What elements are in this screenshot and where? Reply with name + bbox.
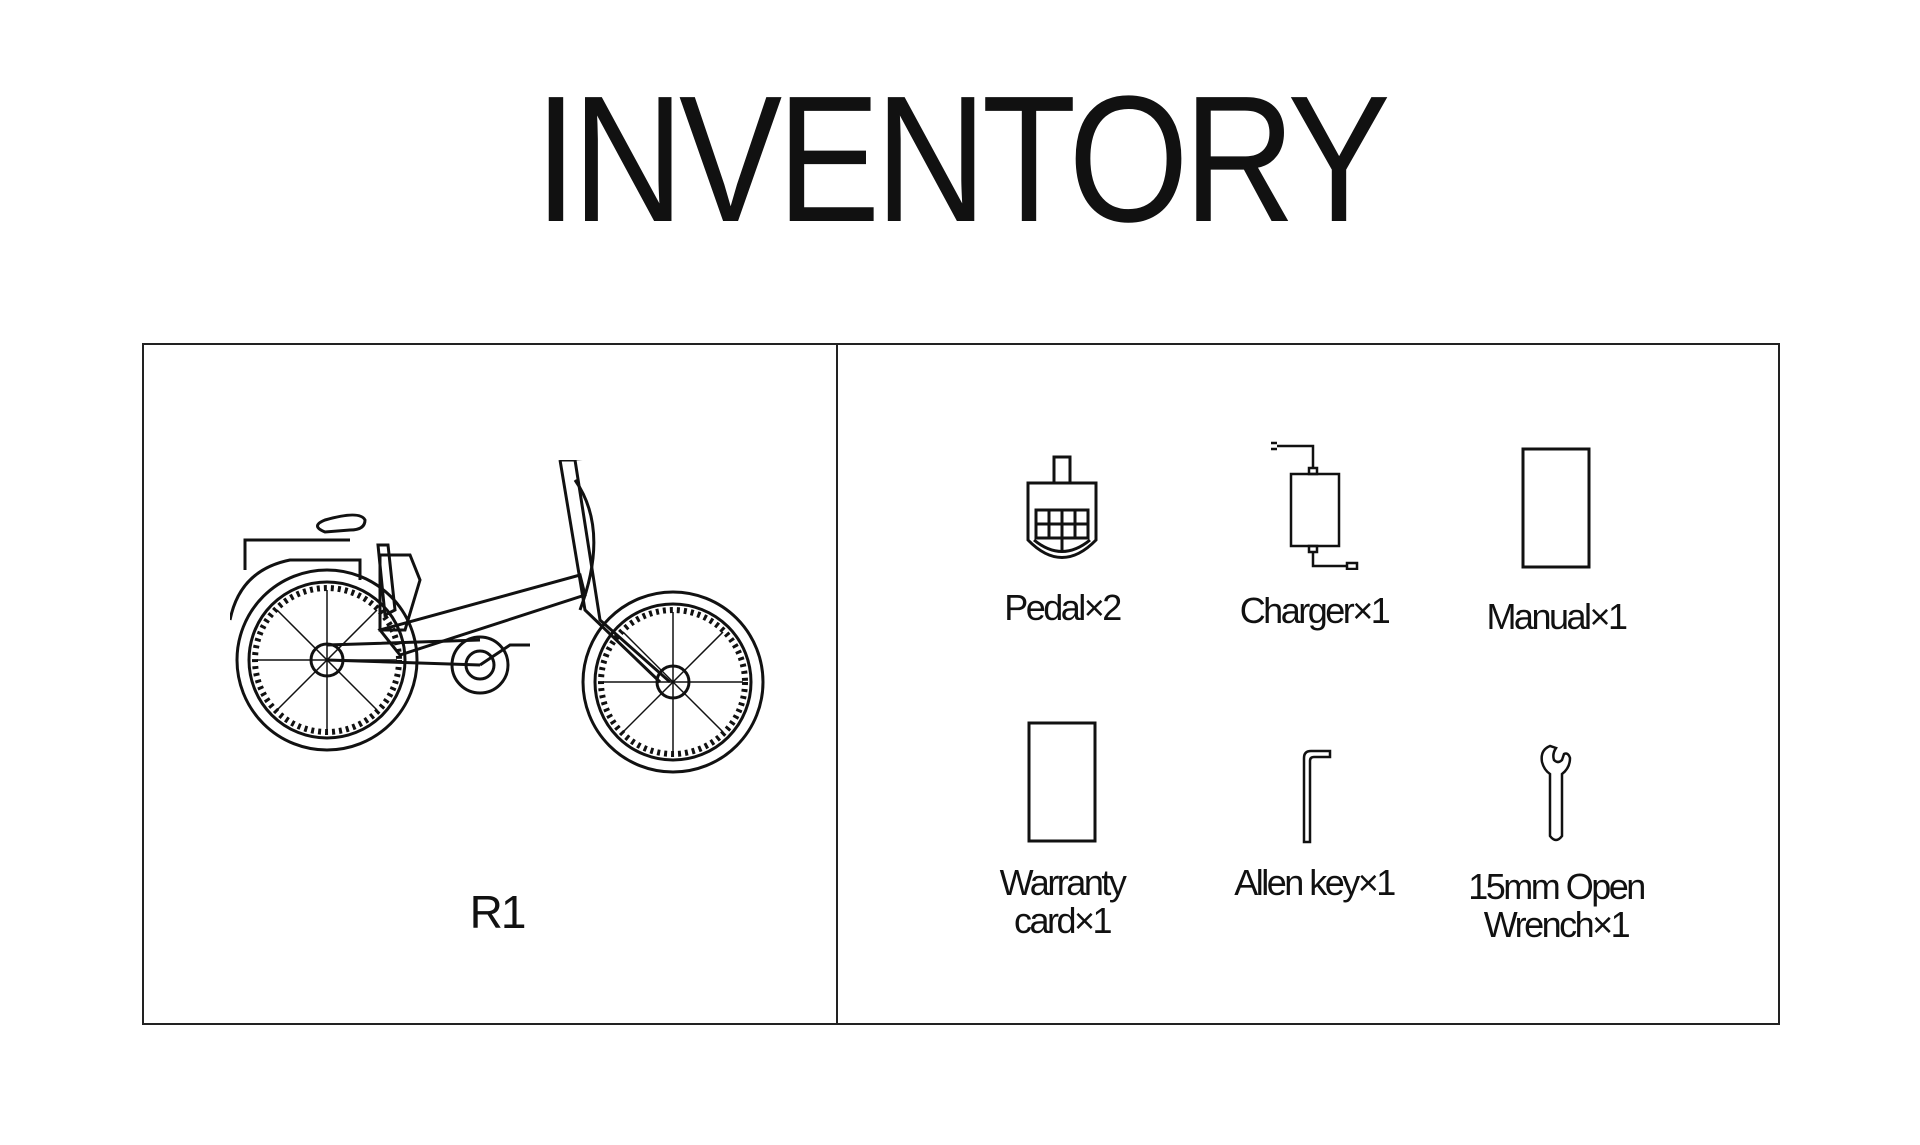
pedal-icon [1026, 455, 1098, 559]
inventory-item-pedal: Pedal×2 [942, 455, 1182, 627]
item-label: Pedal×2 [1004, 587, 1122, 628]
inventory-item-manual: Manual×1 [1436, 446, 1676, 636]
inventory-item-charger: Charger×1 [1194, 438, 1434, 630]
item-label: Charger×1 [1239, 590, 1391, 631]
charger-icon [1271, 441, 1359, 570]
item-label: Manual×1 [1486, 596, 1628, 637]
item-label: card×1 [1013, 900, 1113, 941]
item-label: 15mm Open [1468, 866, 1646, 907]
inventory-table [142, 343, 1780, 1025]
item-label: Allen key×1 [1234, 862, 1396, 903]
item-label: Warranty [999, 862, 1127, 903]
wrench-icon [1540, 744, 1572, 842]
folding-ebike-illustration [230, 460, 765, 774]
model-label: R1 [469, 886, 527, 938]
inventory-item-allen-key: Allen key×1 [1194, 748, 1434, 902]
divider [836, 343, 838, 1024]
item-label: Wrench×1 [1483, 904, 1631, 945]
allen-key-icon [1302, 749, 1332, 844]
page-title: INVENTORY [534, 59, 1390, 260]
manual-icon [1521, 447, 1591, 569]
warranty-card-icon [1027, 721, 1097, 843]
